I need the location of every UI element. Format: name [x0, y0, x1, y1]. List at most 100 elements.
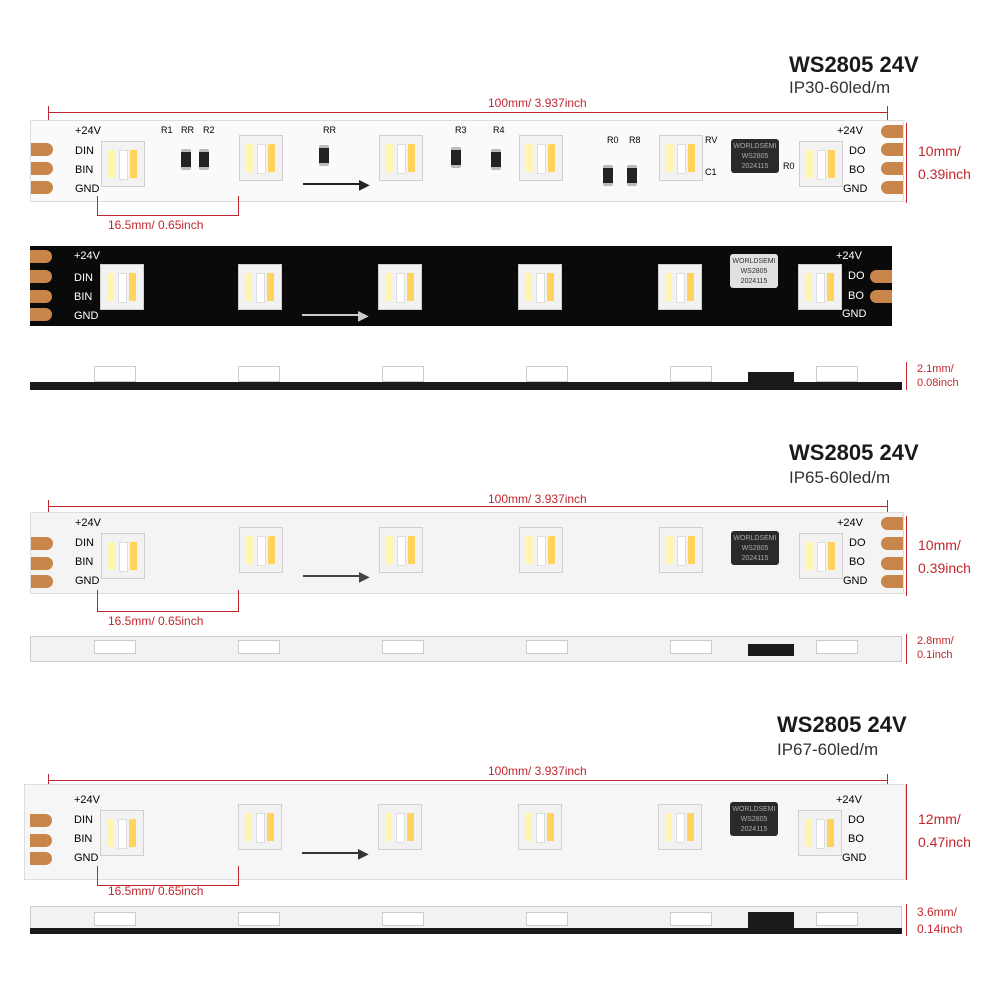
led-chip — [799, 533, 843, 579]
product-subtitle: IP67-60led/m — [777, 740, 879, 759]
component-label: R2 — [203, 125, 215, 135]
pad-label: +24V — [836, 250, 862, 262]
width-label: 10mm/0.39inch — [918, 537, 971, 576]
led-chip — [239, 135, 283, 181]
pitch-tick — [97, 590, 98, 612]
led-side — [94, 640, 136, 654]
pad-label: DIN — [75, 537, 94, 549]
length-label: 100mm/ 3.937inch — [488, 764, 587, 778]
pad-label: BO — [848, 290, 864, 302]
led-chip — [100, 810, 144, 856]
led-side — [94, 366, 136, 382]
arrow-line — [302, 852, 362, 854]
pad-label: BIN — [74, 291, 93, 303]
component-label: R4 — [493, 125, 505, 135]
component-label: R0 — [783, 161, 795, 171]
pad-label: GND — [75, 575, 100, 587]
copper-pad — [31, 537, 53, 550]
ic-side — [748, 644, 794, 656]
led-chip — [658, 264, 702, 310]
resistor — [603, 165, 613, 186]
thickness-label: 2.1mm/0.08inch — [917, 363, 959, 389]
pad-label: BIN — [75, 556, 94, 568]
pad-label: +24V — [74, 250, 100, 262]
arrow-line — [303, 575, 363, 577]
copper-pad — [881, 181, 903, 194]
length-dimension-tick — [48, 106, 49, 120]
led-chip — [659, 135, 703, 181]
pad-label: +24V — [837, 517, 863, 529]
copper-pad — [30, 290, 52, 303]
arrow-icon: ▶ — [358, 845, 369, 861]
pitch-tick — [238, 866, 239, 886]
length-label: 100mm/ 3.937inch — [488, 492, 587, 506]
pad-label: GND — [74, 852, 99, 864]
pad-label: BO — [849, 556, 865, 568]
thickness-label: 2.8mm/0.1inch — [917, 635, 954, 661]
length-dimension-line — [48, 112, 888, 113]
pad-label: DO — [848, 270, 865, 282]
product-subtitle: IP30-60led/m — [789, 78, 891, 97]
component-label: R0 — [607, 135, 619, 145]
led-chip — [518, 264, 562, 310]
thickness-line — [906, 362, 907, 390]
led-strip-white: +24V DIN BIN GND R1 RR R2 RR ▶ R3 R4 R0 … — [30, 120, 904, 202]
length-dimension-tick — [887, 500, 888, 514]
copper-pad — [881, 557, 903, 570]
length-label: 100mm/ 3.937inch — [488, 96, 587, 110]
copper-pad — [30, 852, 52, 865]
led-chip — [378, 804, 422, 850]
pitch-label: 16.5mm/ 0.65inch — [108, 614, 204, 628]
pad-label: BO — [849, 164, 865, 176]
led-side — [238, 912, 280, 926]
led-side — [94, 912, 136, 926]
pitch-label: 16.5mm/ 0.65inch — [108, 884, 204, 898]
copper-pad — [31, 557, 53, 570]
led-side — [526, 366, 568, 382]
pad-label: GND — [843, 183, 868, 195]
arrow-icon: ▶ — [358, 307, 369, 323]
led-chip — [798, 264, 842, 310]
copper-pad — [881, 125, 903, 138]
led-chip — [238, 264, 282, 310]
pad-label: GND — [843, 575, 868, 587]
led-chip — [518, 804, 562, 850]
copper-pad — [870, 290, 892, 303]
pitch-label: 16.5mm/ 0.65inch — [108, 218, 204, 232]
pitch-tick — [238, 590, 239, 612]
pad-label: GND — [842, 308, 867, 320]
led-side — [526, 912, 568, 926]
width-dimension-line — [906, 123, 907, 203]
copper-pad — [30, 834, 52, 847]
copper-pad — [31, 162, 53, 175]
arrow-icon: ▶ — [359, 176, 370, 192]
led-side — [382, 366, 424, 382]
length-dimension-tick — [48, 500, 49, 514]
pad-label: DIN — [74, 272, 93, 284]
copper-pad — [881, 162, 903, 175]
pad-label: GND — [74, 310, 99, 322]
led-chip — [799, 141, 843, 187]
led-side — [670, 640, 712, 654]
width-dimension-line — [906, 516, 907, 596]
pitch-tick — [97, 196, 98, 216]
resistor — [181, 149, 191, 170]
strip-base — [30, 928, 902, 934]
led-chip — [101, 141, 145, 187]
arrow-icon: ▶ — [359, 568, 370, 584]
ic-side — [748, 372, 794, 384]
pad-label: BO — [848, 833, 864, 845]
led-chip — [659, 527, 703, 573]
led-side — [816, 366, 858, 382]
pad-label: GND — [842, 852, 867, 864]
pitch-tick — [97, 866, 98, 886]
thickness-label: 3.6mm/0.14inch — [917, 905, 963, 936]
component-label: C1 — [705, 167, 717, 177]
component-label: RV — [705, 135, 718, 145]
led-chip — [378, 264, 422, 310]
pad-label: BIN — [74, 833, 93, 845]
